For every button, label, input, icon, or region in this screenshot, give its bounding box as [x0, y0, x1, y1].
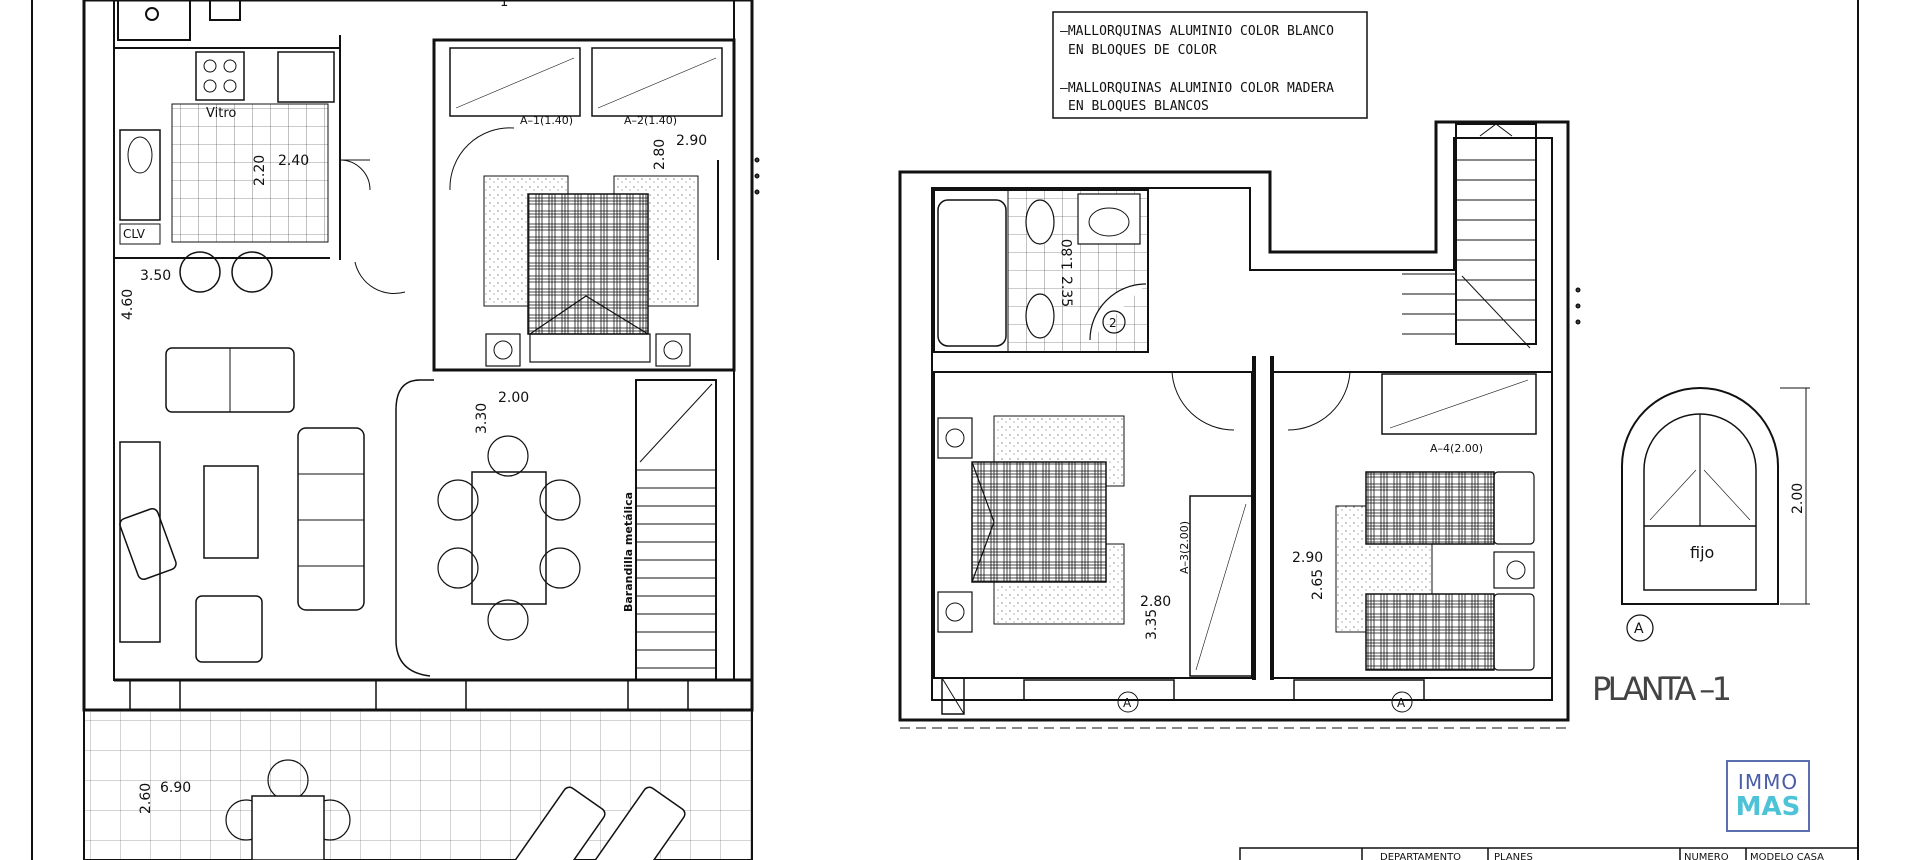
- window-height-dim: 2.00: [1790, 483, 1806, 514]
- legend-line-1: –MALLORQUINAS ALUMINIO COLOR BLANCO: [1060, 24, 1334, 39]
- dim-bedroom1-a: 2.80: [1140, 594, 1171, 610]
- dim-kitchen-width: 2.40: [278, 153, 309, 169]
- legend-line-2: EN BLOQUES DE COLOR: [1068, 43, 1217, 58]
- right-plan: [898, 120, 1581, 729]
- dim-bath-b: 2.35: [1058, 276, 1074, 307]
- logo-line-1: IMMO: [1737, 770, 1799, 794]
- dim-living-b: 4.60: [120, 289, 136, 320]
- dim-terrace-a: 2.60: [138, 783, 154, 814]
- dim-kitchen-height: 2.20: [252, 155, 268, 186]
- window-detail-labels: fijo 2.00 A: [1634, 483, 1806, 637]
- wardrobe-a3-label: A–3(2.00): [1178, 521, 1191, 574]
- window-detail: [1621, 387, 1810, 642]
- legend-text: –MALLORQUINAS ALUMINIO COLOR BLANCO EN B…: [1060, 24, 1334, 114]
- window-marker: A: [1634, 621, 1644, 637]
- title-cell-4: MODELO CASA: [1750, 852, 1824, 860]
- left-plan: [82, 0, 760, 860]
- dim-bath-a: 1.80: [1060, 239, 1076, 270]
- dim-bedroom-b: 2.90: [676, 133, 707, 149]
- title-cell-2: PLANES: [1494, 852, 1533, 860]
- dim-dining-a: 2.00: [498, 390, 529, 406]
- top-mark: 1: [500, 0, 508, 10]
- marker-a-2: A: [1397, 696, 1406, 710]
- dim-terrace-b: 6.90: [160, 780, 191, 796]
- floor-label: PLANTA –1: [1592, 670, 1732, 708]
- legend-line-3: –MALLORQUINAS ALUMINIO COLOR MADERA: [1060, 81, 1334, 96]
- wardrobe-a2-label: A–2(1.40): [624, 114, 677, 127]
- dim-dining-b: 3.30: [474, 403, 490, 434]
- left-plan-labels: 1 Vitro CLV 2.40 2.20 A–1(1.40) A–2(1.40…: [120, 0, 707, 814]
- dim-bedroom2-a: 2.90: [1292, 550, 1323, 566]
- title-block-text: DEPARTAMENTO PLANES NUMERO MODELO CASA: [1380, 852, 1824, 860]
- sheet-border: [31, 0, 1859, 860]
- laundry-label: CLV: [123, 227, 146, 241]
- marker-a-1: A: [1123, 696, 1132, 710]
- dim-bedroom1-b: 3.35: [1144, 609, 1160, 640]
- legend-box: [1052, 11, 1368, 119]
- dim-living-a: 3.50: [140, 268, 171, 284]
- marker-2: 2: [1109, 316, 1117, 330]
- title-cell-3: NUMERO: [1684, 852, 1729, 860]
- dim-bedroom2-b: 2.65: [1310, 569, 1326, 600]
- dim-bedroom-a: 2.80: [652, 139, 668, 170]
- legend-line-4: EN BLOQUES BLANCOS: [1068, 99, 1209, 114]
- logo-line-2: MAS: [1735, 792, 1801, 822]
- title-cell-1: DEPARTAMENTO: [1380, 852, 1461, 860]
- wardrobe-a1-label: A–1(1.40): [520, 114, 573, 127]
- wardrobe-a4-label: A–4(2.00): [1430, 442, 1483, 455]
- window-fixed-label: fijo: [1690, 543, 1714, 562]
- kitchen-label: Vitro: [206, 106, 236, 121]
- railing-label: Barandilla metálica: [622, 492, 635, 612]
- right-plan-labels: 1.80 2.35 2 A–3(2.00) A–4(2.00) 2.80 3.3…: [1058, 239, 1483, 710]
- brand-logo: IMMO MAS: [1726, 760, 1810, 832]
